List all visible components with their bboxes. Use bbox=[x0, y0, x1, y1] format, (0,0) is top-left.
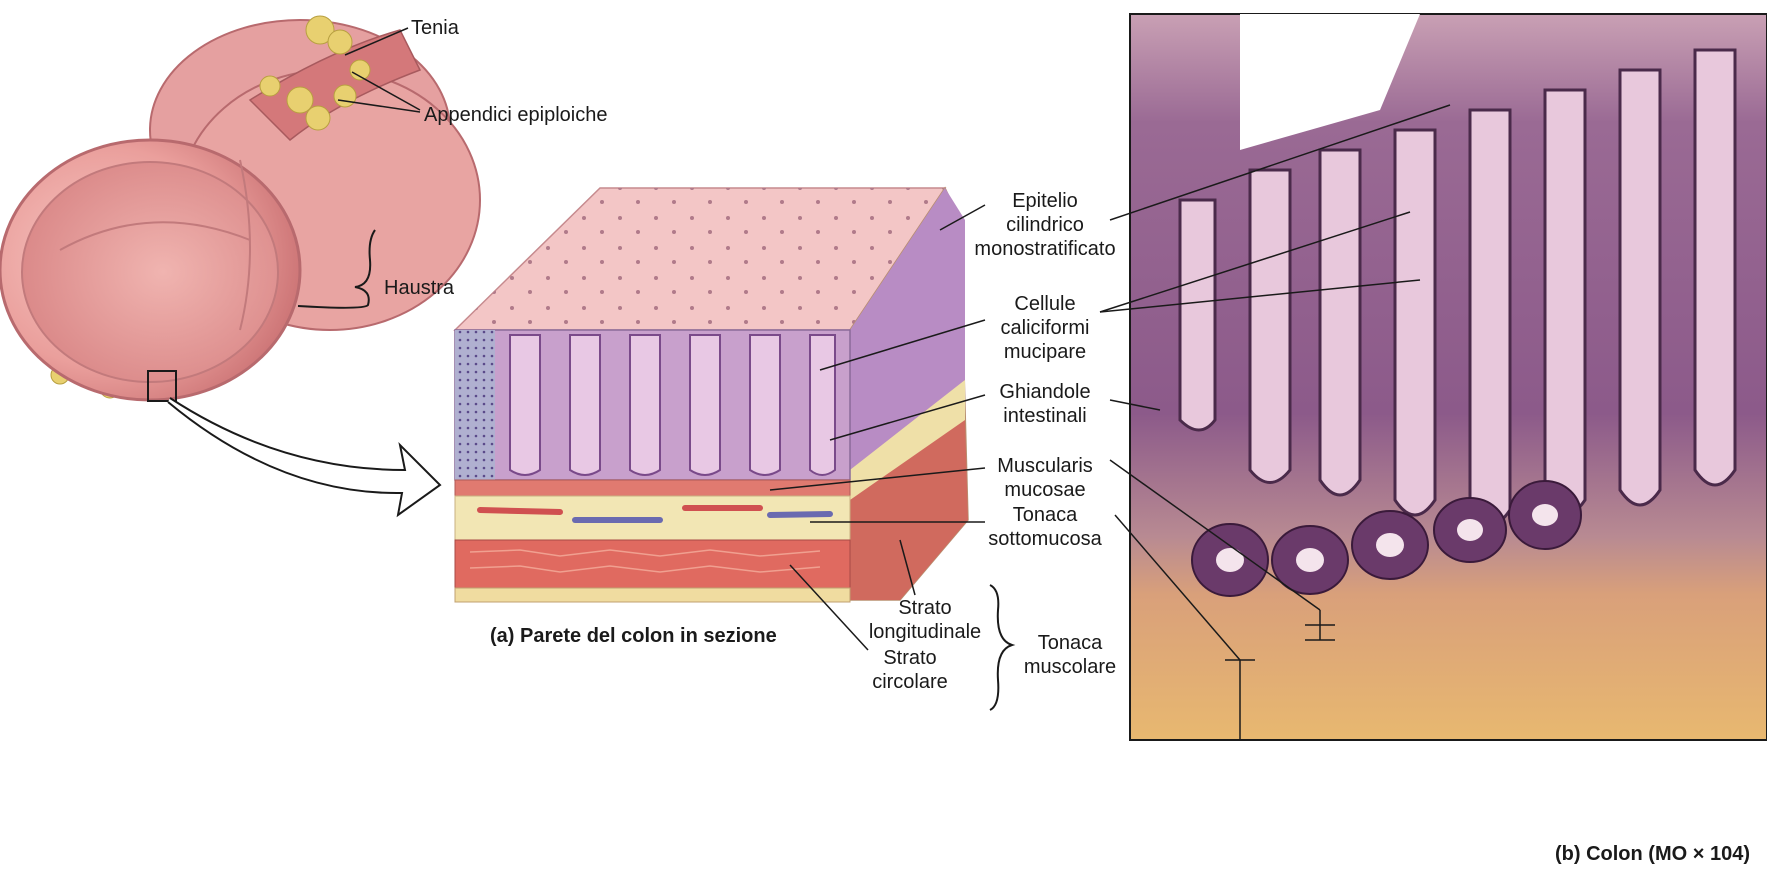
label-tenia: Tenia bbox=[411, 16, 459, 40]
label-muscularis-mucosae: Muscularis mucosae bbox=[985, 454, 1105, 502]
label-strato-circolare: Strato circolare bbox=[850, 646, 970, 694]
caption-b: (b) Colon (MO × 104) bbox=[1555, 842, 1750, 866]
colon-illustration bbox=[0, 16, 480, 515]
label-haustra: Haustra bbox=[384, 276, 454, 300]
label-tonaca-muscolare: Tonaca muscolare bbox=[1015, 631, 1125, 679]
label-tonaca-sottomucosa: Tonaca sottomucosa bbox=[975, 503, 1115, 551]
micrograph bbox=[1100, 14, 1767, 740]
label-ghiandole: Ghiandole intestinali bbox=[985, 380, 1105, 428]
label-appendici-epiploiche: Appendici epiploiche bbox=[424, 103, 607, 127]
label-strato-longitudinale: Strato longitudinale bbox=[860, 596, 990, 644]
caption-a: (a) Parete del colon in sezione bbox=[490, 624, 777, 648]
label-epitelio: Epitelio cilindrico monostratificato bbox=[970, 189, 1120, 261]
label-cellule-caliciformi: Cellule caliciformi mucipare bbox=[985, 292, 1105, 364]
